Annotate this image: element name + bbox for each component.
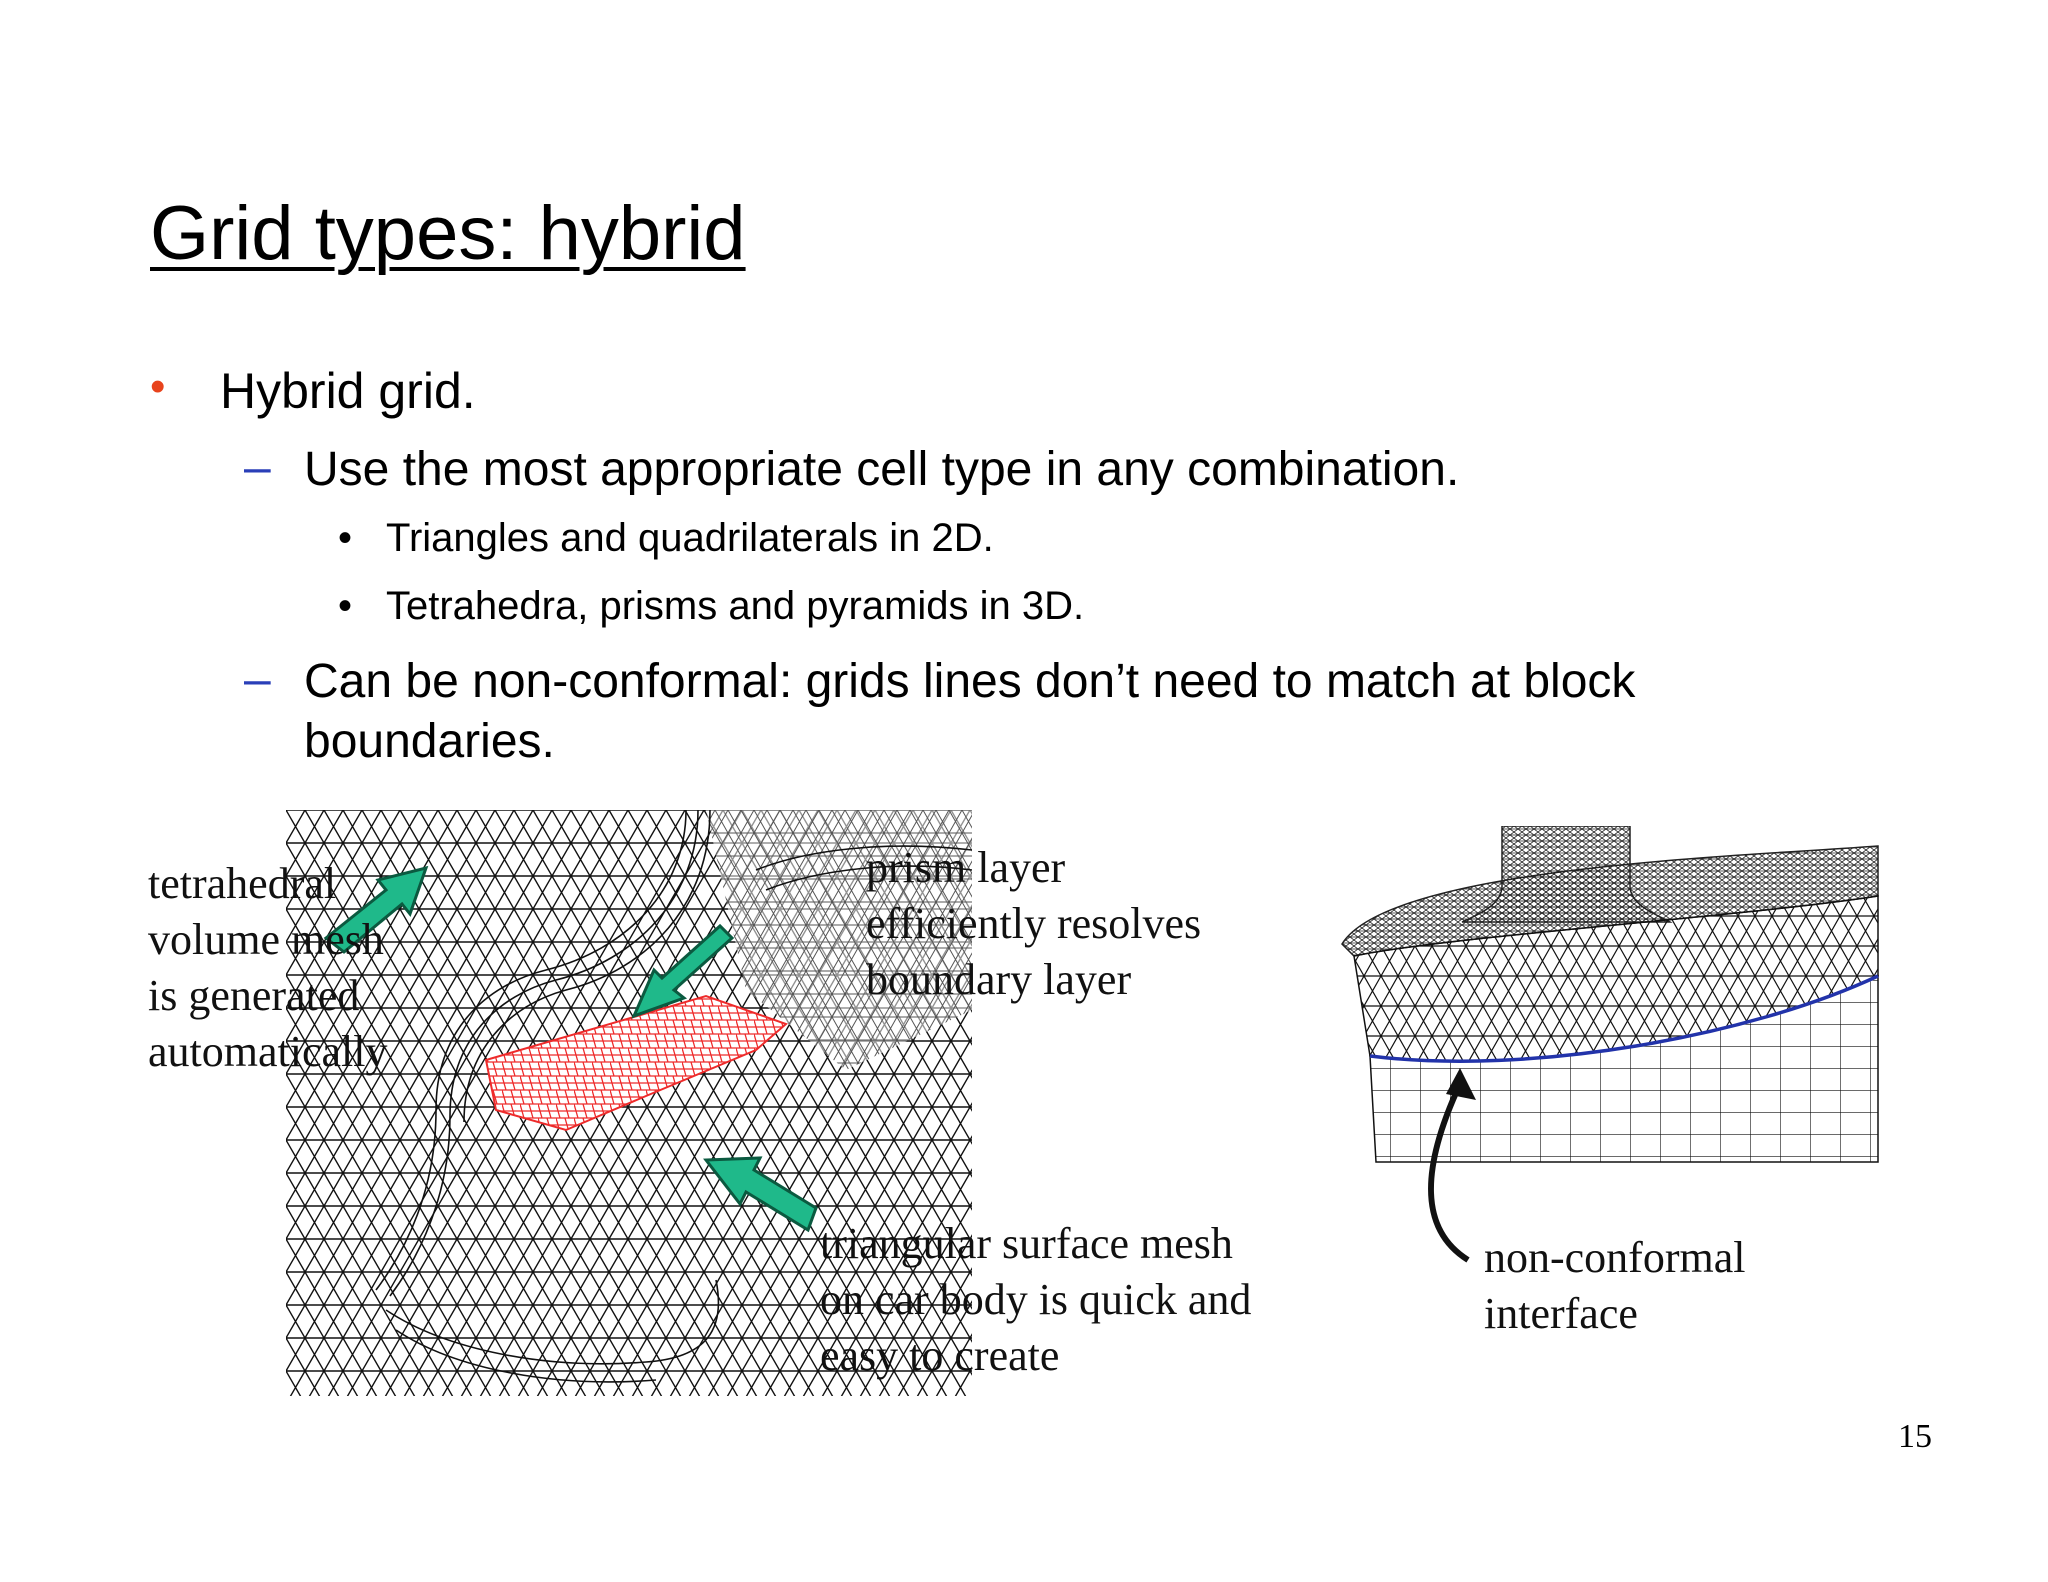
tetra-arrow-icon bbox=[323, 865, 429, 954]
dot-bullet-icon: • bbox=[338, 516, 353, 560]
sub-bullet-text-cont: boundaries. bbox=[304, 715, 555, 768]
prism-arrow-icon bbox=[631, 923, 735, 1019]
label-non-conformal: non-conformal interface bbox=[1484, 1233, 1746, 1338]
label-prism-layer: prism layer efficiently resolves boundar… bbox=[866, 843, 1202, 1004]
item-text: Tetrahedra, prisms and pyramids in 3D. bbox=[386, 584, 1085, 628]
label-triangular-surface: triangular surface mesh on car body is q… bbox=[820, 1219, 1252, 1380]
dot-bullet-icon: • bbox=[338, 584, 353, 628]
cylinder-mesh-figure bbox=[1341, 826, 1879, 1163]
sub-bullet-text: Can be non-conformal: grids lines don’t … bbox=[304, 655, 1636, 708]
bullet-text: Hybrid grid. bbox=[220, 363, 476, 419]
interface-pointer bbox=[1427, 1068, 1476, 1263]
slide-title: Grid types: hybrid bbox=[150, 191, 746, 276]
car-mesh-figure bbox=[286, 810, 972, 1396]
prism-layer bbox=[484, 994, 788, 1132]
pointer-arrowhead-icon bbox=[1446, 1068, 1476, 1100]
page-number: 15 bbox=[1898, 1418, 1932, 1455]
surface-arrow-icon bbox=[703, 1156, 818, 1233]
sub-bullet-text: Use the most appropriate cell type in an… bbox=[304, 443, 1460, 496]
red-bullet-icon: • bbox=[150, 362, 166, 411]
car-body-contours bbox=[375, 810, 972, 1383]
dash-bullet-icon: – bbox=[244, 653, 271, 706]
interface-line bbox=[1369, 974, 1879, 1063]
item-text: Triangles and quadrilaterals in 2D. bbox=[386, 516, 994, 560]
dash-bullet-icon: – bbox=[244, 441, 271, 494]
label-tetrahedral: tetrahedral volume mesh is generated aut… bbox=[148, 859, 388, 1076]
